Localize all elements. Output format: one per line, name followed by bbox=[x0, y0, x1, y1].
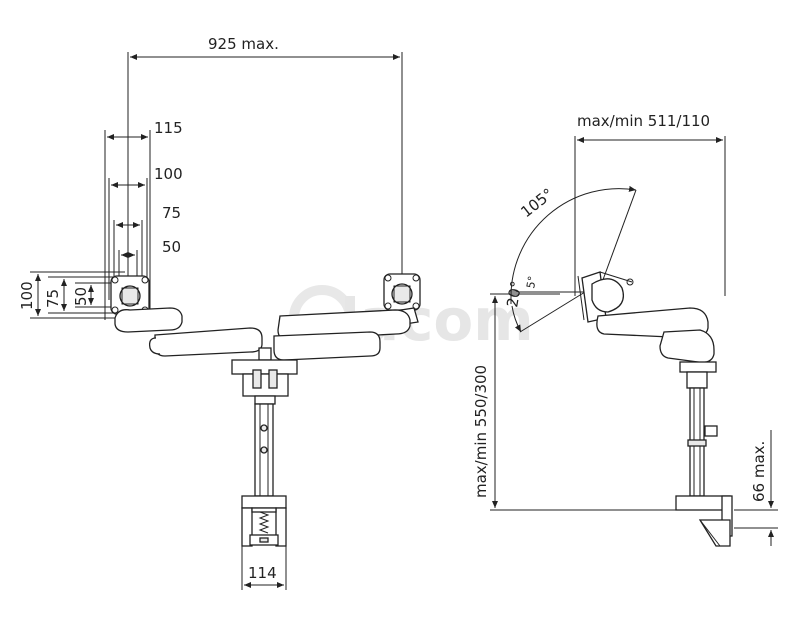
label-reach: max/min 511/110 bbox=[577, 112, 710, 130]
side-pole bbox=[686, 371, 718, 497]
pole bbox=[254, 403, 274, 497]
dim-vesa-horizontal: 115 100 75 50 bbox=[104, 119, 183, 320]
front-view: 925 max. 115 100 75 50 100 bbox=[18, 35, 421, 590]
label-vesa-115: 115 bbox=[154, 119, 183, 137]
label-small-angle: 5° bbox=[524, 275, 539, 290]
label-vesa-100: 100 bbox=[154, 165, 183, 183]
side-clamp bbox=[675, 495, 733, 547]
right-arm bbox=[273, 309, 411, 361]
label-desk-thickness: 66 max. bbox=[750, 441, 768, 502]
dim-height: max/min 550/300 bbox=[472, 293, 676, 511]
desk-clamp bbox=[241, 495, 287, 547]
dim-desk-thickness: 66 max. bbox=[734, 430, 778, 546]
label-width-max: 925 max. bbox=[208, 35, 279, 53]
label-tilt-up: 105° bbox=[517, 185, 557, 221]
side-arm bbox=[596, 307, 717, 373]
center-hub bbox=[231, 347, 298, 405]
dim-clamp-width: 114 bbox=[241, 546, 287, 590]
label-vesa-v-75: 75 bbox=[44, 289, 62, 308]
left-arm bbox=[114, 307, 263, 357]
label-vesa-v-100: 100 bbox=[18, 281, 36, 310]
dim-reach: max/min 511/110 bbox=[574, 112, 726, 296]
label-vesa-v-50: 50 bbox=[72, 287, 90, 306]
label-vesa-75: 75 bbox=[162, 204, 181, 222]
label-height: max/min 550/300 bbox=[472, 365, 490, 498]
label-vesa-50: 50 bbox=[162, 238, 181, 256]
side-vesa-head bbox=[577, 271, 634, 323]
dim-width-max: 925 max. bbox=[127, 35, 403, 290]
label-clamp-114: 114 bbox=[248, 564, 277, 582]
side-view: max/min 511/110 105° 20° 5° bbox=[472, 112, 778, 547]
